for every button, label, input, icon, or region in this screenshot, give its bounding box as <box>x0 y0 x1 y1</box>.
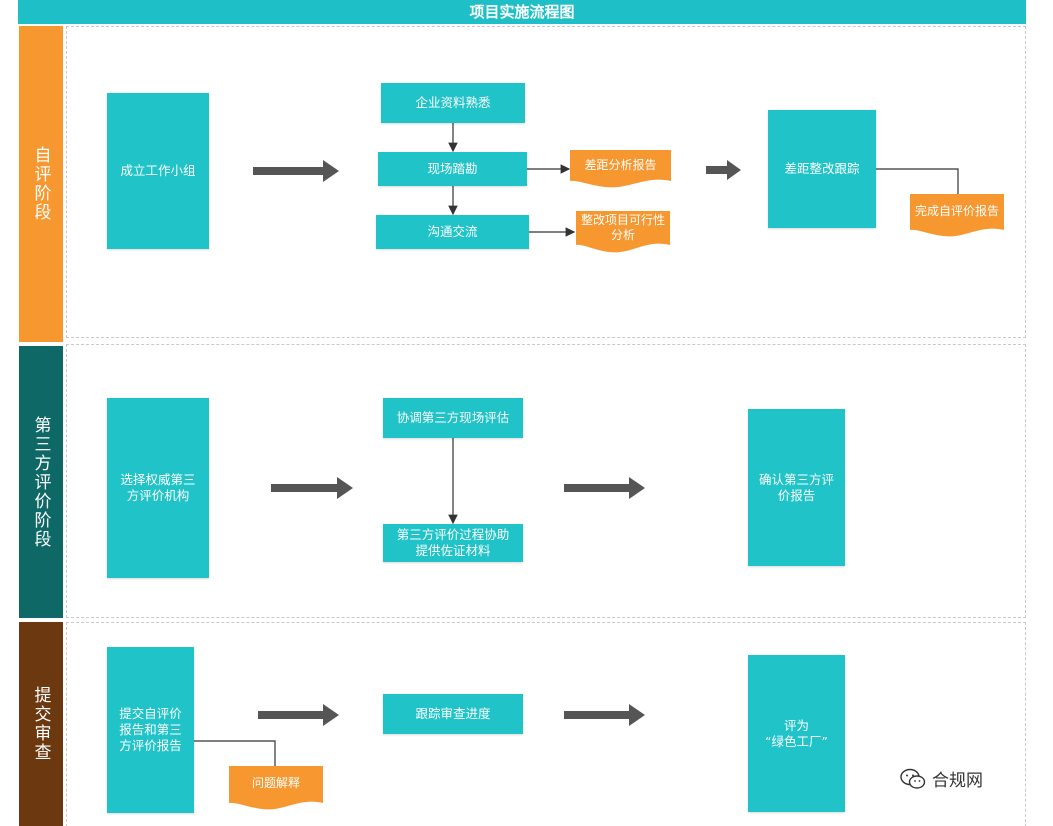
confirm-third-party-report-box: 确认第三方评 价报告 <box>748 409 845 566</box>
document-label: 整改项目可行性 分析 <box>580 212 665 242</box>
lane-label-text: 自评阶段 <box>30 146 51 222</box>
thick-arrow <box>564 477 645 499</box>
green-factory-box: 评为 “绿色工厂” <box>748 655 845 812</box>
document-shape-icon <box>570 150 671 188</box>
thick-arrow <box>706 160 741 180</box>
thick-arrow <box>564 704 645 726</box>
gap-analysis-report-doc: 差距分析报告 <box>570 150 671 188</box>
thick-arrow <box>258 704 339 726</box>
document-shape-icon <box>229 766 323 810</box>
issue-explanation-doc: 问题解释 <box>229 766 323 810</box>
document-label: 问题解释 <box>251 776 300 791</box>
wechat-icon <box>900 768 926 789</box>
provide-evidence-box: 第三方评价过程协助 提供佐证材料 <box>383 524 523 562</box>
submit-reports-box: 提交自评价 报告和第三 方评价报告 <box>107 647 194 813</box>
feasibility-analysis-doc: 整改项目可行性 分析 <box>576 211 670 253</box>
document-shape-icon <box>576 211 670 253</box>
select-third-party-box: 选择权威第三 方评价机构 <box>107 398 209 578</box>
lane-label-third-party: 第三方评价阶段 <box>19 346 63 618</box>
thick-arrow <box>271 477 353 499</box>
gap-tracking-box: 差距整改跟踪 <box>768 110 876 228</box>
lane-label-submit-review: 提交审查 <box>19 622 63 826</box>
connector <box>876 168 959 194</box>
document-label: 差距分析报告 <box>584 157 657 172</box>
lane-label-text: 提交审查 <box>30 686 51 762</box>
lane-border-submit-review <box>66 622 1026 826</box>
lane-label-self-evaluation: 自评阶段 <box>19 26 63 342</box>
document-label: 完成自评价报告 <box>914 203 999 218</box>
page-title: 项目实施流程图 <box>18 0 1026 24</box>
watermark: 合规网 <box>900 766 983 791</box>
lane-border-third-party <box>66 344 1026 618</box>
watermark-text: 合规网 <box>932 771 983 791</box>
communication-box: 沟通交流 <box>376 215 529 249</box>
document-shape-icon <box>910 194 1004 237</box>
familiarize-materials-box: 企业资料熟悉 <box>381 83 525 123</box>
coordinate-site-evaluation-box: 协调第三方现场评估 <box>383 398 523 438</box>
form-work-group-box: 成立工作小组 <box>107 93 209 249</box>
thick-arrow <box>253 160 339 182</box>
track-review-progress-box: 跟踪审查进度 <box>383 694 523 734</box>
connector <box>194 740 276 766</box>
site-survey-box: 现场踏勘 <box>378 152 527 186</box>
lane-label-text: 第三方评价阶段 <box>30 415 51 549</box>
lane-border-self-evaluation <box>66 26 1026 338</box>
self-evaluation-report-doc: 完成自评价报告 <box>910 194 1004 237</box>
